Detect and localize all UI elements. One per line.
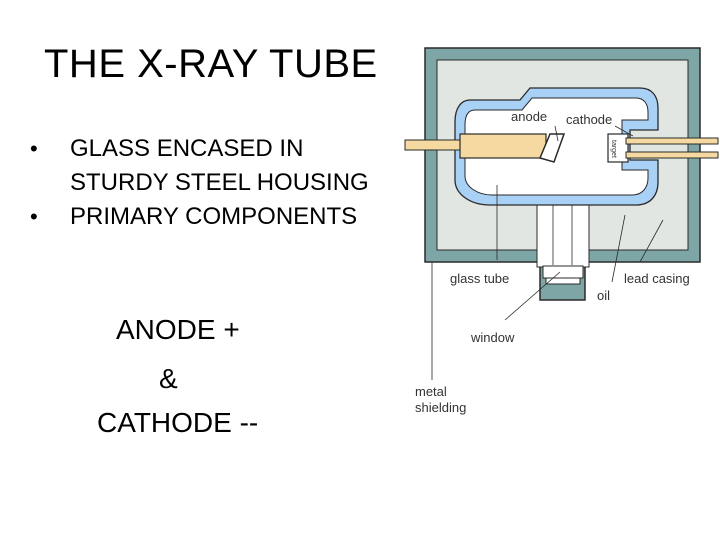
bullet-marker: • (30, 204, 38, 229)
leader-line (554, 125, 559, 142)
anode-label: anode (511, 109, 547, 124)
leader-line (611, 214, 626, 283)
bullet-item: • GLASS ENCASED IN STURDY STEEL HOUSING (30, 132, 370, 200)
window-lip (545, 277, 581, 285)
target-label: target (610, 140, 617, 158)
cathode-lead (625, 137, 719, 145)
cathode-line: CATHODE -- (97, 407, 259, 438)
anode-rod-external (404, 139, 466, 151)
metal-shielding-line: metal (415, 384, 447, 399)
cathode-label: cathode (566, 112, 612, 127)
anode-assembly (404, 133, 566, 163)
leader-line (639, 219, 664, 263)
window-label: window (470, 330, 515, 345)
anode-line: ANODE + (116, 314, 240, 345)
slide-title: THE X-RAY TUBE (44, 42, 378, 86)
anode-rod (459, 133, 547, 159)
window-assembly (536, 204, 590, 285)
leader-line (614, 125, 634, 137)
bullet-item: • PRIMARY COMPONENTS (30, 200, 370, 234)
bullet-text: GLASS ENCASED IN STURDY STEEL HOUSING (70, 135, 369, 196)
leader-lines (431, 125, 664, 380)
metal-shielding-label: metal shielding (415, 384, 466, 415)
oil-label: oil (597, 288, 610, 303)
cathode-assembly: target (607, 133, 719, 163)
lead-casing-label: lead casing (624, 271, 690, 286)
cathode-lead (625, 151, 719, 159)
window-chamber (536, 204, 590, 268)
leader-line (504, 271, 561, 321)
bullet-list: • GLASS ENCASED IN STURDY STEEL HOUSING … (30, 132, 370, 234)
bullet-text: PRIMARY COMPONENTS (70, 203, 358, 230)
metal-shielding-line: shielding (415, 400, 466, 415)
cathode-cup (607, 133, 629, 163)
labels: anode cathode glass tube lead casing oil… (415, 109, 690, 415)
glass-tube-label: glass tube (450, 271, 509, 286)
window (542, 265, 584, 279)
ampersand-line: & (159, 363, 178, 394)
bullet-marker: • (30, 136, 38, 161)
